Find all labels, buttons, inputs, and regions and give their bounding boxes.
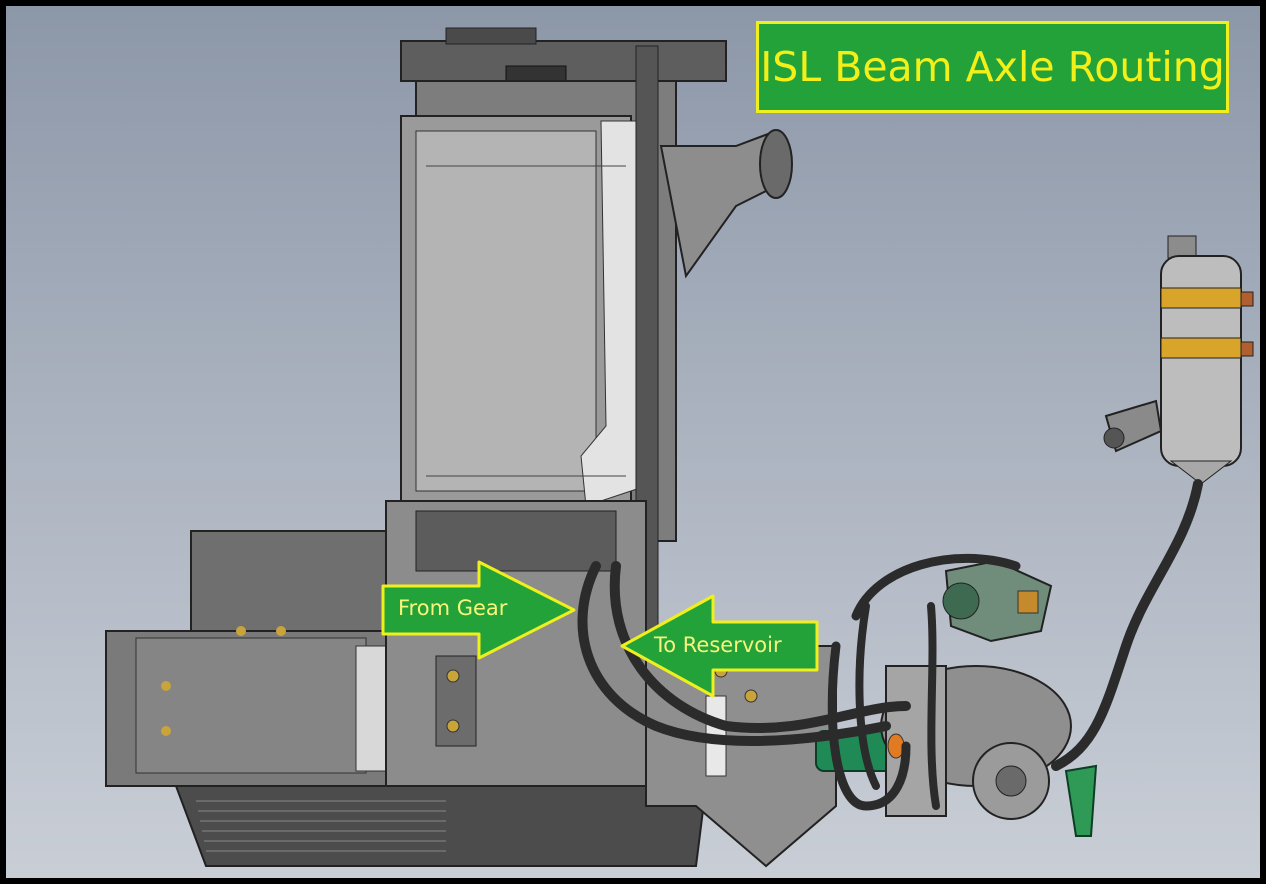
power-steering-pump [942,559,1053,643]
to-reservoir-arrow-shape [620,594,819,698]
hydraulic-hoses [577,479,1203,811]
diagram-title: ISL Beam Axle Routing [760,43,1225,91]
from-gear-label: From Gear [398,596,508,620]
from-gear-arrow-shape [381,560,576,660]
reservoir-tank [1103,235,1254,485]
to-reservoir-label: To Reservoir [654,633,782,657]
title-callout: ISL Beam Axle Routing [756,21,1229,113]
radiator-assembly [400,27,793,767]
lower-frame-box [105,500,708,867]
callout-arrows [381,560,819,698]
cad-model-illustration [105,27,1254,868]
